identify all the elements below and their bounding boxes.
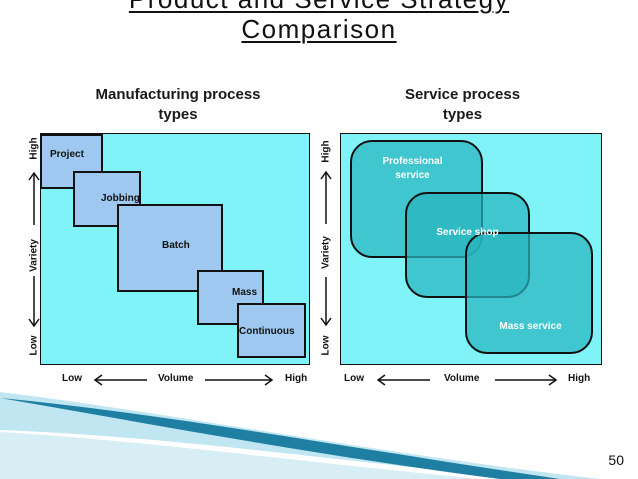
service-label-professional-line2: service xyxy=(395,170,430,181)
service-heading: Service process types xyxy=(350,85,575,125)
manufacturing-heading-line1: Manufacturing process xyxy=(95,86,261,103)
manufacturing-x-left-arrow-icon xyxy=(93,374,147,386)
service-label-mass: Mass service xyxy=(499,321,562,332)
service-label-professional-line1: Professional xyxy=(382,156,443,167)
service-x-high: High xyxy=(568,373,591,384)
service-x-label: Volume xyxy=(444,373,480,384)
service-x-left-arrow-icon xyxy=(376,374,430,386)
manufacturing-x-low: Low xyxy=(62,373,82,384)
service-heading-line1: Service process xyxy=(404,86,521,103)
service-label-shop: Service shop xyxy=(436,227,499,238)
service-label-professional: Professional service xyxy=(360,155,465,183)
slide-title-line2: Comparison xyxy=(241,14,397,44)
service-y-up-arrow-icon xyxy=(320,170,332,224)
service-y-low: Low xyxy=(320,335,332,356)
manufacturing-x-label: Volume xyxy=(158,373,194,384)
service-box-mass xyxy=(465,232,593,354)
service-x-right-arrow-icon xyxy=(495,374,558,386)
manufacturing-box-continuous xyxy=(237,303,306,358)
manufacturing-heading-line2: types xyxy=(158,106,198,123)
manufacturing-label-mass: Mass xyxy=(232,287,258,298)
service-y-high: High xyxy=(320,140,332,163)
manufacturing-x-high: High xyxy=(285,373,308,384)
manufacturing-label-batch: Batch xyxy=(162,240,190,251)
service-heading-line2: types xyxy=(442,106,483,123)
service-y-down-arrow-icon xyxy=(320,277,332,327)
manufacturing-box-project xyxy=(40,134,103,189)
service-y-label: Variety xyxy=(320,236,332,269)
manufacturing-x-right-arrow-icon xyxy=(205,374,274,386)
slide-title-line1: Product and Service Strategy xyxy=(0,0,638,15)
manufacturing-y-high: High xyxy=(28,137,40,160)
manufacturing-label-jobbing: Jobbing xyxy=(101,193,140,204)
page-number: 50 xyxy=(608,452,624,468)
service-x-low: Low xyxy=(344,373,364,384)
manufacturing-label-continuous: Continuous xyxy=(239,326,295,337)
manufacturing-y-low: Low xyxy=(28,335,40,356)
manufacturing-label-project: Project xyxy=(50,149,84,160)
manufacturing-y-up-arrow-icon xyxy=(28,171,40,225)
manufacturing-heading: Manufacturing process types xyxy=(58,85,298,125)
decorative-ribbon xyxy=(0,392,600,479)
manufacturing-y-down-arrow-icon xyxy=(28,276,40,328)
manufacturing-y-label: Variety xyxy=(28,239,40,272)
